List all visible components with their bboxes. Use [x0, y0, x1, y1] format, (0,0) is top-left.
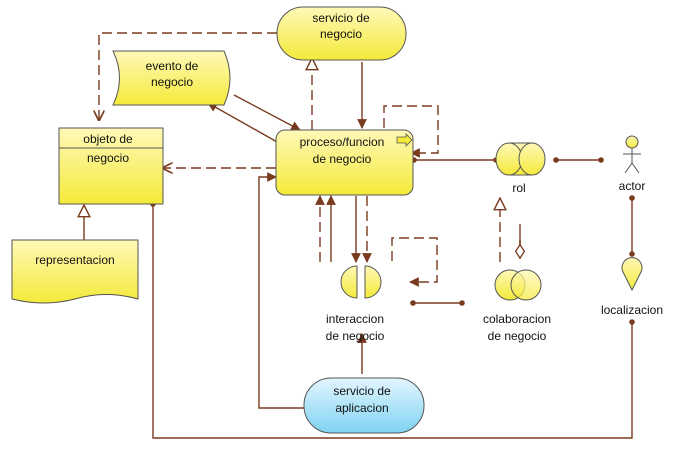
node-representacion[interactable]: representacion — [11, 239, 139, 304]
node-label-line1: localizacion — [601, 303, 663, 317]
node-label-line1: colaboracion — [483, 312, 551, 326]
node-label-line1: representacion — [35, 253, 114, 267]
connectors — [84, 32, 635, 439]
node-label-line2: negocio — [320, 27, 362, 41]
node-proceso-funcion[interactable]: proceso/funcion de negocio — [275, 129, 414, 196]
edge-objeto-localizacion[interactable] — [150, 201, 635, 439]
node-servicio-negocio[interactable]: servicio de negocio — [276, 6, 407, 61]
node-label-line1: actor — [619, 179, 646, 193]
node-label-line2: negocio — [87, 151, 129, 165]
edge-evento-proceso[interactable] — [207, 102, 287, 148]
node-servicio-aplicacion[interactable]: servicio de aplicacion — [303, 377, 425, 434]
node-objeto-negocio[interactable]: objeto de negocio — [58, 127, 164, 205]
node-label-line1: evento de — [146, 59, 199, 73]
node-label-line2: de negocio — [326, 329, 385, 343]
node-interaccion-negocio[interactable]: interaccion de negocio — [326, 265, 385, 343]
node-label-line1: servicio de — [333, 384, 391, 398]
node-label-line1: proceso/funcion — [300, 135, 385, 149]
node-label-line2: aplicacion — [335, 401, 388, 415]
node-label-line2: negocio — [151, 75, 193, 89]
edge-proceso-self[interactable] — [383, 105, 439, 158]
node-label-line2: de negocio — [488, 329, 547, 343]
location-pin-icon — [621, 257, 643, 292]
node-label-line1: servicio de — [312, 11, 370, 25]
node-actor[interactable]: actor — [619, 135, 646, 193]
node-label-line1: rol — [512, 181, 525, 195]
node-label-line1: interaccion — [326, 312, 384, 326]
edge-servicio-aplicacion-proceso[interactable] — [258, 172, 304, 409]
node-localizacion[interactable]: localizacion — [601, 257, 663, 317]
node-evento-negocio[interactable]: evento de negocio — [112, 50, 231, 106]
actor-stick-figure-icon — [623, 135, 641, 174]
edge-interaccion-self[interactable] — [391, 237, 438, 287]
process-arrow-icon — [396, 133, 413, 147]
node-rol[interactable]: rol — [495, 142, 546, 195]
role-icon — [495, 142, 546, 176]
interaction-icon — [340, 265, 382, 299]
edge-evento-dispara-proceso[interactable] — [233, 94, 301, 131]
node-label-line1: objeto de — [83, 132, 133, 146]
node-colaboracion-negocio[interactable]: colaboracion de negocio — [483, 269, 551, 343]
collaboration-icon — [494, 269, 542, 301]
node-label-line2: de negocio — [313, 152, 372, 166]
